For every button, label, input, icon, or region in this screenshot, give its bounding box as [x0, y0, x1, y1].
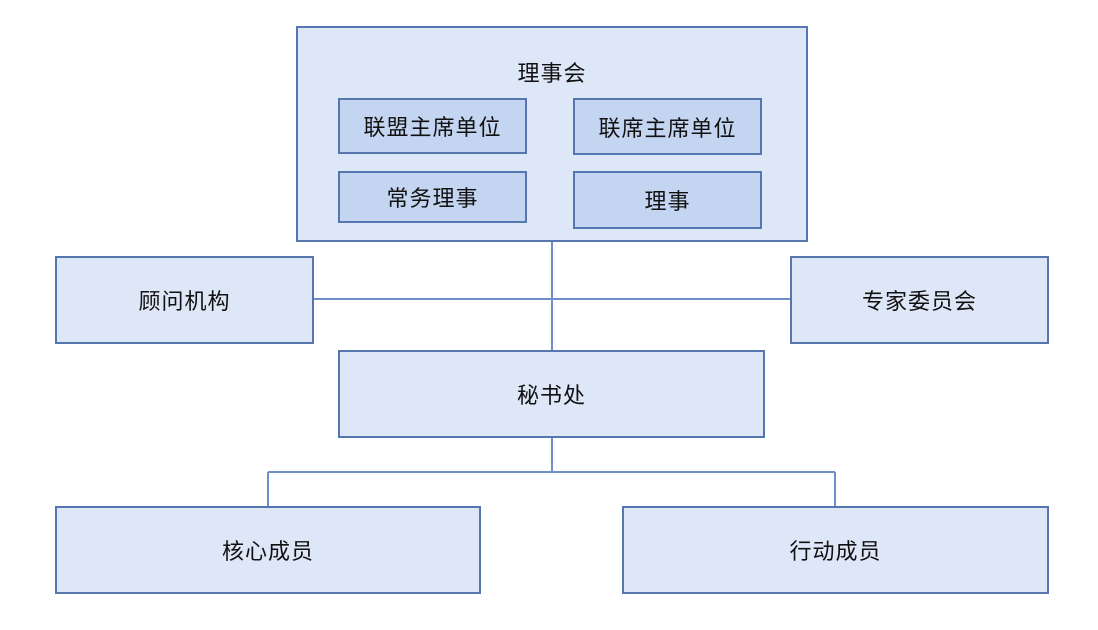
secretariat-box: 秘书处 [338, 350, 765, 438]
board-title: 理事会 [517, 62, 587, 87]
executive-director-label: 常务理事 [386, 187, 479, 212]
director-box: 理事 [573, 171, 762, 229]
core-members-label: 核心成员 [221, 540, 314, 565]
league-chair-label: 联盟主席单位 [363, 116, 502, 141]
experts-box: 专家委员会 [790, 256, 1049, 344]
action-members-box: 行动成员 [622, 506, 1049, 594]
advisory-label: 顾问机构 [138, 290, 231, 315]
league-chair-box: 联盟主席单位 [338, 98, 527, 154]
co-chair-label: 联席主席单位 [598, 116, 737, 142]
director-label: 理事 [644, 190, 691, 215]
action-members-label: 行动成员 [789, 540, 882, 565]
executive-director-box: 常务理事 [338, 171, 527, 223]
core-members-box: 核心成员 [55, 506, 481, 594]
experts-label: 专家委员会 [861, 290, 977, 315]
secretariat-label: 秘书处 [516, 384, 586, 409]
advisory-box: 顾问机构 [55, 256, 314, 344]
co-chair-box: 联席主席单位 [573, 98, 762, 155]
